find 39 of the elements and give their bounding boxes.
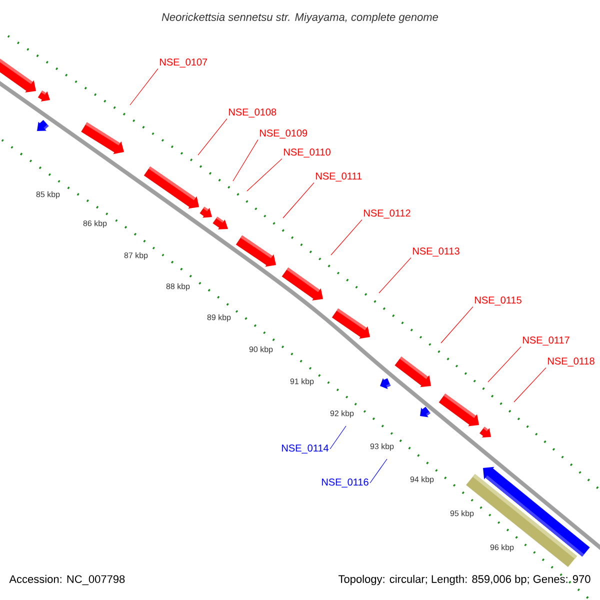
scale-label: 94 kbp <box>409 475 436 485</box>
gene-label: NSE_0111 <box>316 172 362 182</box>
title: Neorickettsia sennetsu str. Miyayama, complete genome <box>162 12 438 24</box>
gene-label: NSE_0110 <box>284 148 330 158</box>
gene-label: NSE_0114 <box>282 444 329 454</box>
leader-line <box>440 306 474 344</box>
leader-line <box>514 367 546 402</box>
gene-label: NSE_0108 <box>229 108 276 118</box>
gene-label: NSE_0115 <box>475 296 522 306</box>
scale-label: 90 kbp <box>248 345 274 355</box>
leader-line <box>370 458 388 484</box>
gene-label: NSE_0107 <box>160 58 208 68</box>
scale-label: 91 kbp <box>289 377 315 387</box>
scale-label: 87 kbp <box>123 251 149 261</box>
scale-label: 95 kbp <box>449 509 476 519</box>
footer-text: Accession: NC_007798 <box>9 574 125 586</box>
leader-line <box>282 182 314 218</box>
leader-line <box>330 219 362 256</box>
scale-label: 85 kbp <box>35 190 61 200</box>
leader-line <box>246 158 282 192</box>
gene-label: NSE_0116 <box>322 478 368 488</box>
scale-label: 93 kbp <box>369 442 396 452</box>
leader-line <box>198 118 228 156</box>
scale-label: 96 kbp <box>489 543 516 553</box>
leader-line <box>130 68 158 106</box>
gene-label: NSE_0112 <box>364 210 410 218</box>
scale-label: 88 kbp <box>165 282 191 292</box>
leader-line <box>378 257 412 294</box>
gene-label: NSE_0113 <box>413 248 460 256</box>
leader-line <box>232 139 258 182</box>
gene-label: NSE_0109 <box>260 130 308 138</box>
scale-label: 86 kbp <box>82 219 108 229</box>
leader-line <box>488 346 522 382</box>
gene-label: NSE_0118 <box>548 358 594 366</box>
leader-line <box>330 426 346 450</box>
gene-label: NSE_0117 <box>523 336 570 346</box>
scale-label: 92 kbp <box>329 409 356 419</box>
footer-text: Topology: circular; Length: 859,006 bp; Genes: 970 <box>338 574 590 586</box>
scale-label: 89 kbp <box>206 313 232 323</box>
